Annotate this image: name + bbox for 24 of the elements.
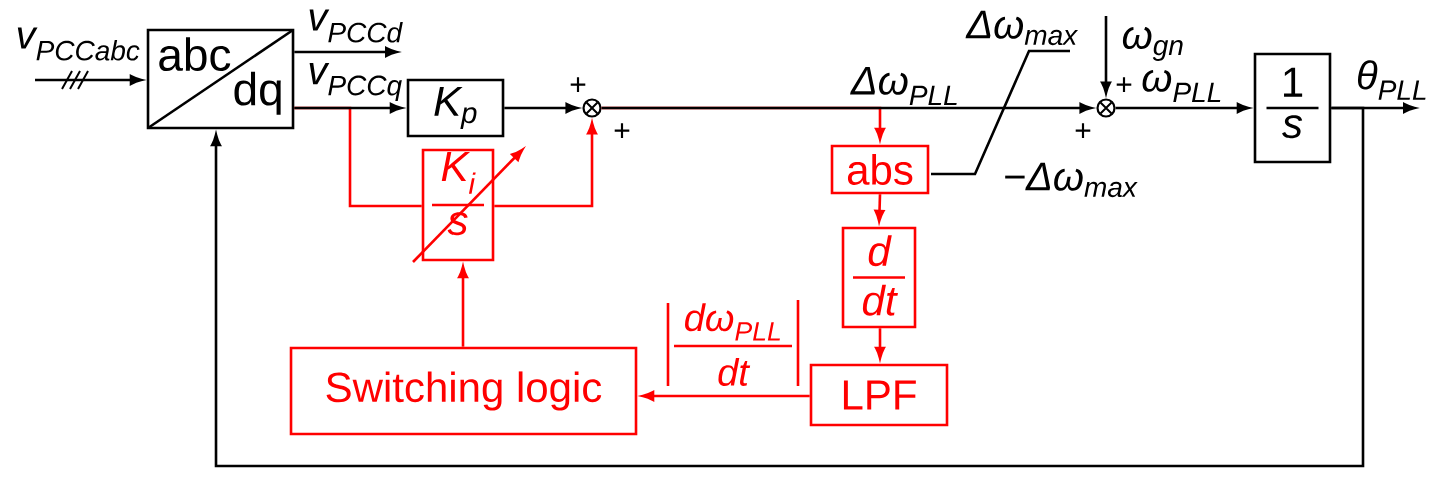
transform-block: abc dq	[146, 28, 295, 130]
edge-label: v$_{PCCd}$	[309, 9, 403, 43]
summing-junction	[1096, 98, 1116, 118]
text-label: −Δω$_{max}$	[1005, 162, 1138, 198]
transfer-function-block: 1 s	[1253, 52, 1332, 164]
sign-label: +	[570, 77, 586, 92]
edge-label: Δω$_{PLL}$	[850, 66, 957, 106]
summing-junction	[582, 98, 602, 118]
block: K$_{p}$	[406, 78, 505, 138]
block: Switching logic	[289, 346, 638, 436]
sign-label: +	[1116, 77, 1132, 92]
edge-label: ω$_{PLL}$	[1142, 69, 1221, 103]
edge-label: v$_{PCCabc}$	[17, 27, 140, 61]
text-label: dt	[718, 358, 751, 386]
edge-label: ω$_{gn}$	[1122, 27, 1183, 61]
text-label: Δω$_{max}$	[965, 10, 1078, 46]
text-label: dω$_{PLL}$	[685, 303, 780, 341]
block: abs	[830, 144, 930, 195]
transfer-function-block: d dt	[841, 226, 917, 329]
block: LPF	[809, 363, 949, 427]
edge-label: v$_{PCCq}$	[309, 63, 402, 101]
sign-label: +	[614, 123, 630, 138]
sign-label: +	[1075, 123, 1091, 138]
edge-label: θ$_{PLL}$	[1357, 60, 1426, 100]
